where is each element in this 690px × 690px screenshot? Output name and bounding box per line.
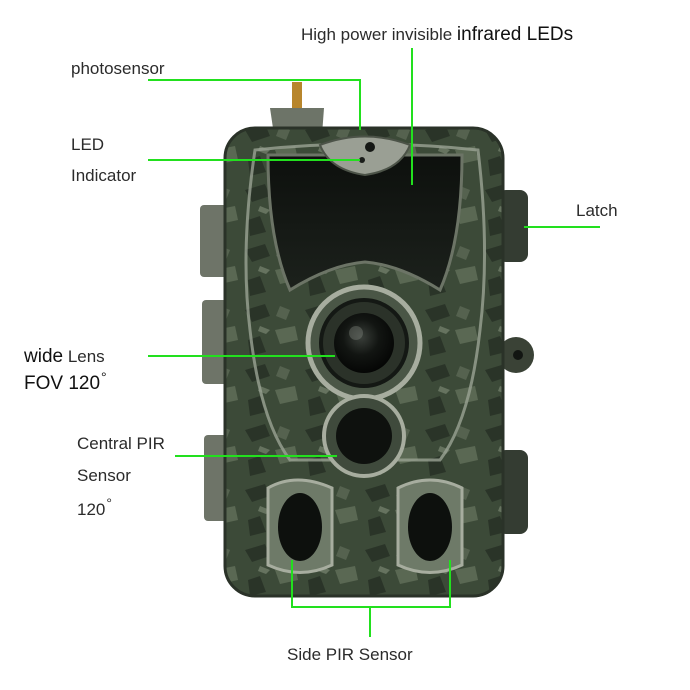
label-led-line2: Indicator [71, 166, 137, 185]
ir-led-window [266, 153, 464, 293]
label-central-pir-degree: ° [106, 495, 112, 511]
photosensor-dot [365, 142, 375, 152]
lens-glass [334, 313, 394, 373]
side-pir-sensors [266, 478, 464, 574]
right-latches [498, 190, 534, 534]
label-lens: wide Lens [24, 347, 105, 366]
led-indicator-dot [359, 157, 365, 163]
label-lens-main: Lens [67, 347, 105, 366]
label-central-pir-line1: Central PIR [77, 434, 165, 453]
label-latch: Latch [576, 201, 618, 220]
leader-photosensor [148, 79, 361, 130]
label-central-pir-line2: Sensor [77, 466, 131, 485]
label-lens-fov-text: FOV 120 [24, 373, 101, 394]
label-photosensor: photosensor [71, 59, 165, 78]
label-lens-prefix: wide [24, 346, 64, 367]
label-central-pir-line3: 120° [77, 496, 112, 519]
label-infrared-leds: High power invisible infrared LEDs [301, 25, 573, 44]
label-infrared-main: infrared LEDs [456, 24, 574, 45]
label-lens-fov: FOV 120° [24, 370, 107, 394]
photosensor-bump [318, 135, 412, 177]
label-central-pir-fov: 120 [77, 500, 106, 519]
leader-lines [148, 48, 600, 637]
body-trim [244, 142, 487, 462]
label-led-line1: LED [71, 135, 105, 154]
antenna-connector [292, 82, 302, 110]
label-lens-degree: ° [101, 369, 107, 385]
label-side-pir: Side PIR Sensor [287, 645, 413, 664]
label-infrared-prefix: High power invisible [301, 25, 453, 44]
